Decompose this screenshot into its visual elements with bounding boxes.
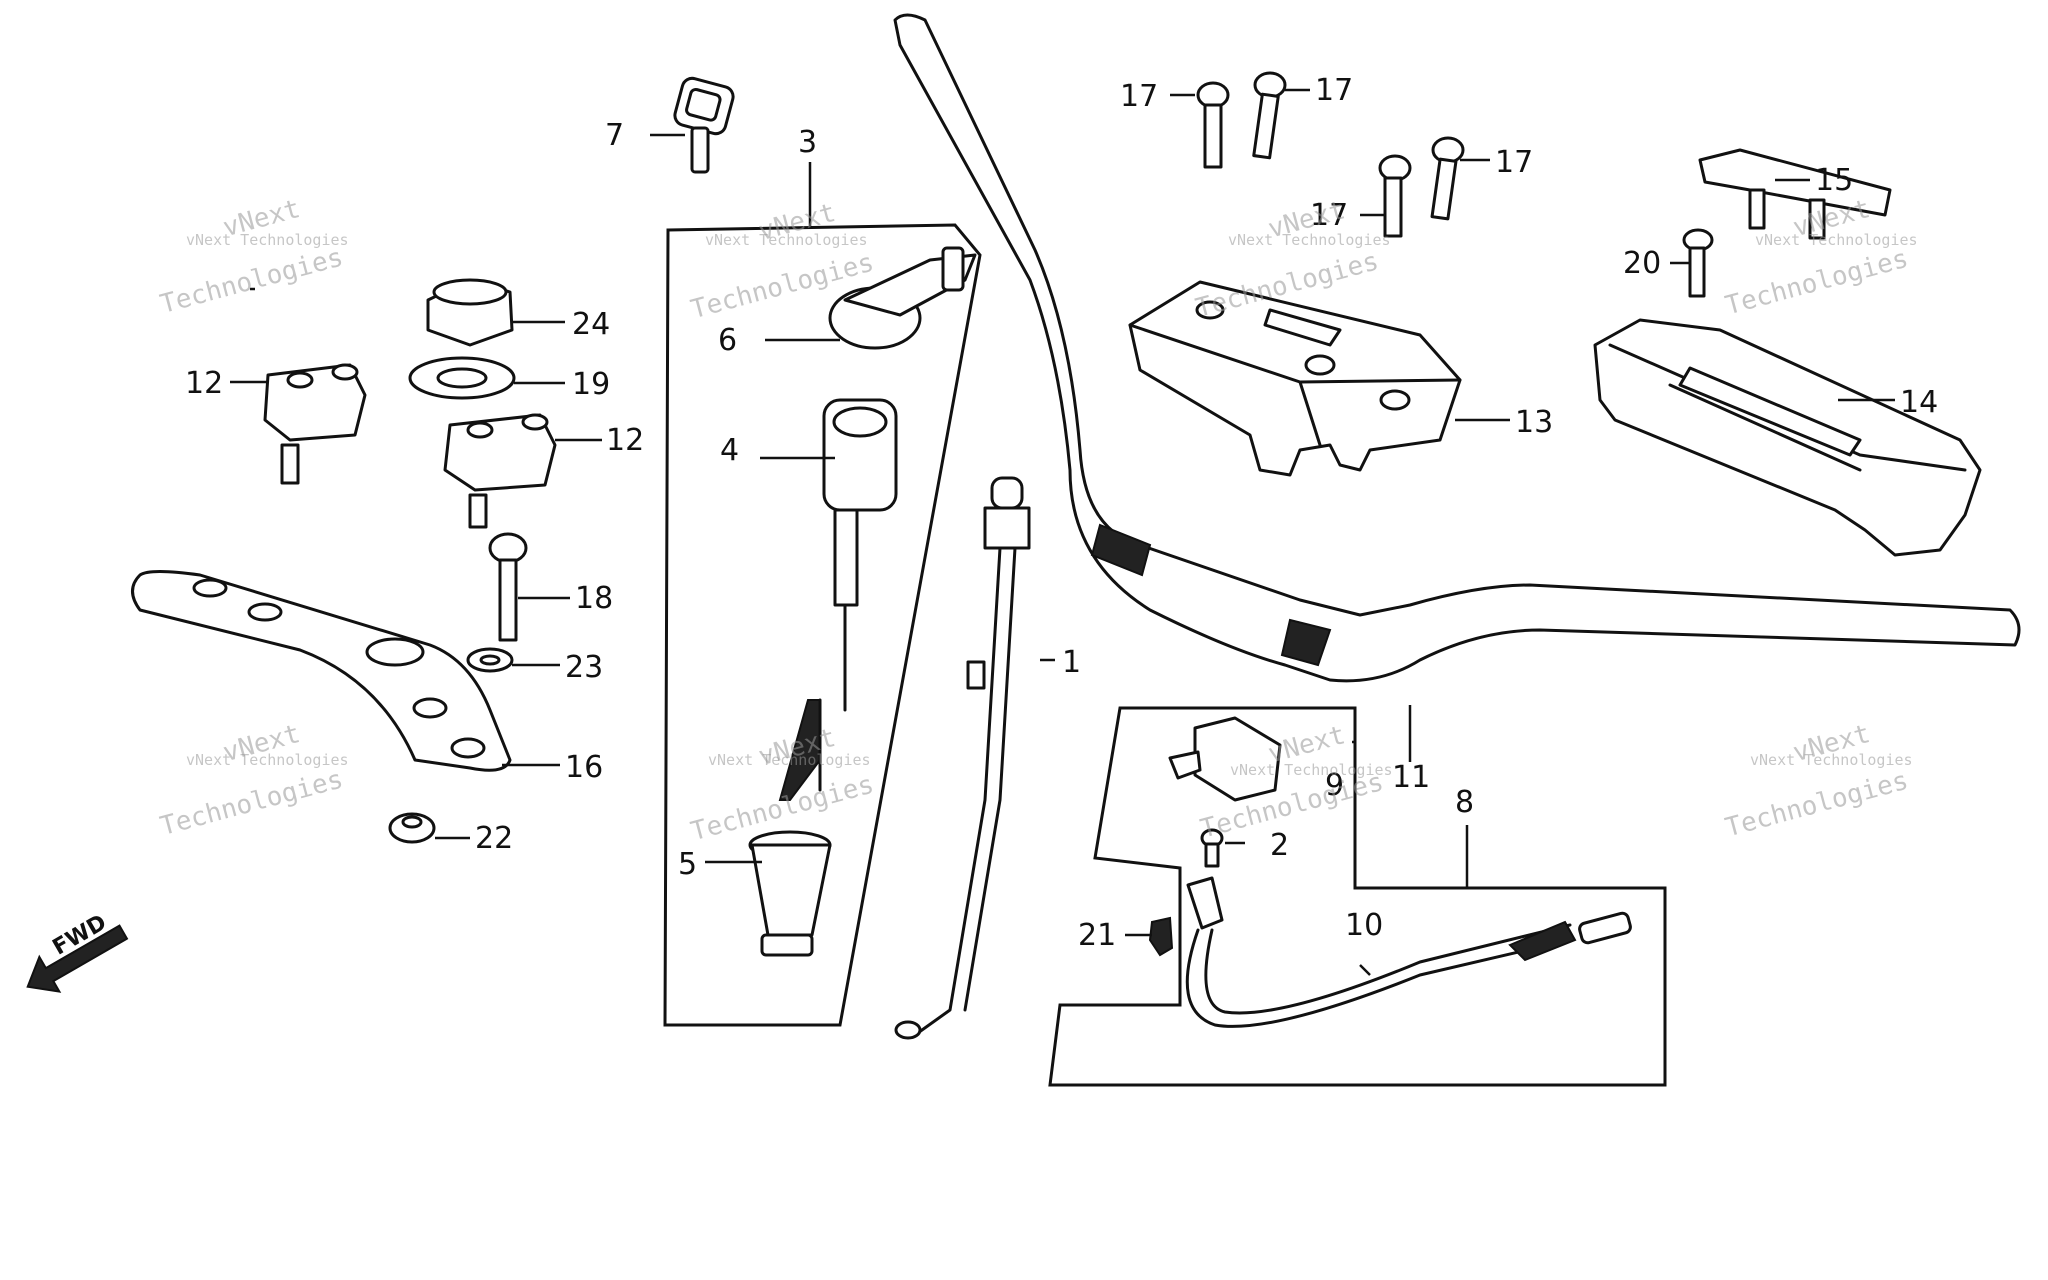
callout-5: 5	[678, 847, 697, 882]
ignition-switch-cover-part	[828, 246, 977, 350]
callout-9: 9	[1325, 768, 1344, 803]
callout-11: 11	[1392, 760, 1430, 795]
ignition-switch-housing-part	[748, 830, 832, 957]
svg-text:vNext Technologies: vNext Technologies	[186, 751, 349, 769]
svg-text:vNext Technologies: vNext Technologies	[705, 231, 868, 249]
washer-part	[408, 356, 516, 400]
watermark-bottom-right: vNext Technologies vNext Technologies	[1722, 719, 1912, 843]
callout-12-lower: 12	[606, 423, 644, 458]
svg-text:vNext Technologies: vNext Technologies	[186, 231, 349, 249]
handlebar-upper-plate-part	[131, 570, 512, 772]
switch-cable-part	[1185, 876, 1632, 1028]
svg-text:Technologies: Technologies	[157, 764, 346, 842]
callout-10: 10	[1345, 908, 1383, 943]
handlebar-upper-holder-part	[1128, 280, 1462, 477]
callout-17-a: 17	[1120, 79, 1158, 114]
bolt-part-18	[488, 532, 528, 642]
callout-labels: 1 2 3 4 5 6 7 8 9 10 11 12 12 13 14 15 1…	[185, 73, 1938, 953]
callout-7: 7	[605, 118, 624, 153]
callout-13: 13	[1515, 405, 1553, 440]
watermark-bottom-center: vNext Technologies vNext Technologies	[688, 723, 877, 847]
washer-part-23	[466, 647, 514, 673]
ignition-switch-assembly-box	[663, 223, 982, 1027]
ignition-switch-part	[778, 398, 898, 801]
forward-direction-indicator: FWD	[26, 910, 129, 993]
svg-text:Technologies: Technologies	[1722, 766, 1911, 844]
callout-18: 18	[575, 581, 613, 616]
switch-part-9	[1168, 716, 1282, 802]
bolt-part-17d	[1430, 136, 1465, 221]
svg-text:vNext Technologies: vNext Technologies	[708, 751, 871, 769]
callout-4: 4	[720, 433, 739, 468]
watermark-top-left: vNext Technologies vNext Technologies	[157, 194, 348, 320]
bolt-part-17a	[1196, 81, 1230, 169]
ignition-key-part	[673, 76, 735, 174]
callout-22: 22	[475, 821, 513, 856]
callout-17-d: 17	[1495, 145, 1533, 180]
nut-part-22	[388, 812, 436, 844]
leader-lines	[230, 88, 1895, 976]
handlebar-holder-upper-part	[263, 363, 367, 485]
callout-17-c: 17	[1310, 198, 1348, 233]
svg-text:vNext Technologies: vNext Technologies	[1230, 761, 1393, 779]
svg-text:Technologies: Technologies	[1722, 244, 1911, 322]
callout-2: 2	[1270, 828, 1289, 863]
callout-3: 3	[798, 125, 817, 160]
handlebar-cover-part	[1593, 318, 1982, 557]
callout-1: 1	[1062, 645, 1081, 680]
handlebar-holder-lower-part	[443, 413, 557, 529]
callout-12-upper: 12	[185, 366, 223, 401]
svg-text:vNext Technologies: vNext Technologies	[1750, 751, 1913, 769]
callout-8: 8	[1455, 785, 1474, 820]
callout-17-b: 17	[1315, 73, 1353, 108]
handlebar-part	[893, 13, 2021, 683]
callout-21: 21	[1078, 918, 1116, 953]
svg-text:vNext Technologies: vNext Technologies	[1755, 231, 1918, 249]
screw-part-20	[1682, 228, 1714, 298]
meter-bracket-part	[1698, 148, 1892, 240]
nut-part	[426, 278, 514, 347]
callout-14: 14	[1900, 385, 1938, 420]
switch-assembly-box	[1048, 706, 1667, 1087]
watermark-bottom-left: vNext Technologies vNext Technologies	[157, 719, 348, 842]
screw-part-2	[1200, 828, 1224, 868]
callout-23: 23	[565, 650, 603, 685]
bolt-part-17b	[1252, 71, 1287, 160]
bolt-part-17c	[1378, 154, 1412, 238]
callout-20: 20	[1623, 246, 1661, 281]
callout-19: 19	[572, 367, 610, 402]
callout-24: 24	[572, 307, 610, 342]
svg-text:vNext Technologies: vNext Technologies	[1228, 231, 1391, 249]
callout-15: 15	[1815, 163, 1853, 198]
clip-part-21	[1148, 916, 1174, 957]
svg-text:Technologies: Technologies	[157, 242, 346, 320]
callout-16: 16	[565, 750, 603, 785]
tachometer-cable-part	[894, 476, 1031, 1040]
callout-6: 6	[718, 323, 737, 358]
